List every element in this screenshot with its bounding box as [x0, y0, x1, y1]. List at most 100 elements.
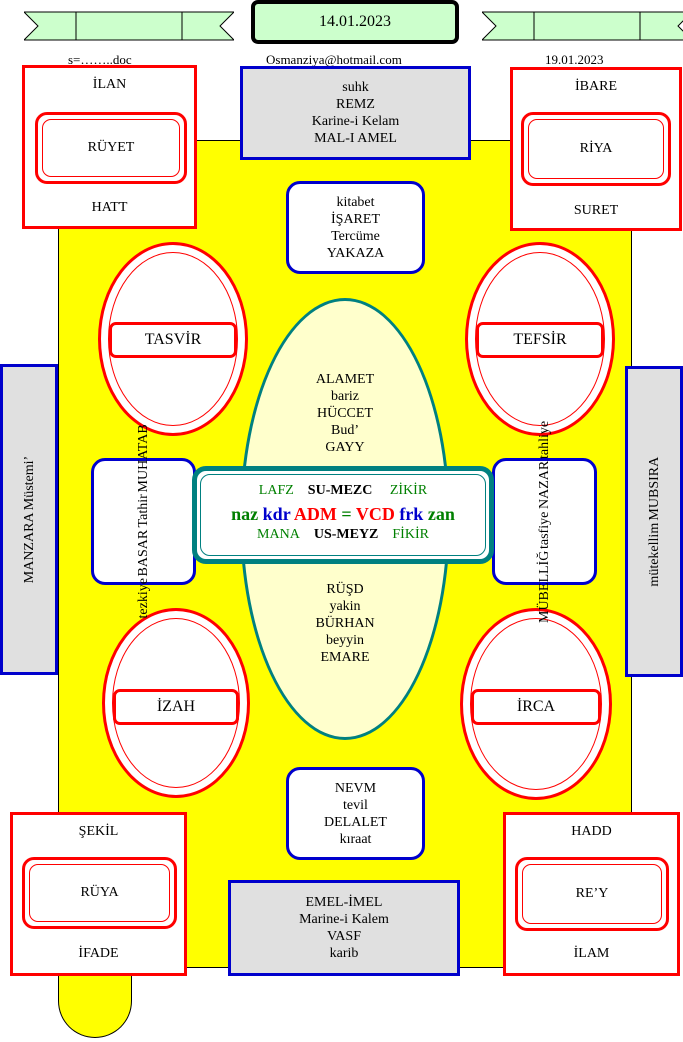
panel-row-3: MANA US-MEYZ FİKİR — [197, 527, 489, 543]
ellipse-label: İRCA — [471, 689, 601, 725]
side-item: Müstemi’ — [21, 455, 37, 511]
panel-term: FİKİR — [392, 527, 429, 542]
side-item: MUBSIRA — [646, 456, 662, 521]
corner-bottom-label: HATT — [91, 200, 128, 215]
concept-item: HÜCCET — [317, 405, 373, 421]
concept-item: RÜŞD — [326, 581, 364, 597]
corner-box-bottom-left: ŞEKİL RÜYA İFADE — [10, 812, 187, 976]
concept-item: BÜRHAN — [315, 615, 375, 631]
panel-term: US-MEYZ — [313, 527, 379, 542]
panel-term: MANA — [257, 527, 300, 542]
ellipse-upper-right: TEFSİR — [465, 242, 615, 436]
corner-bottom-label: İLAM — [573, 946, 610, 961]
concept-item: DELALET — [324, 814, 387, 830]
concept-item: tezkiye — [136, 578, 151, 619]
concept-item: NEVM — [334, 780, 377, 796]
ellipse-lower-right: İRCA — [460, 608, 612, 800]
concept-item: suhk — [342, 80, 369, 95]
lower-concept-box: NEVM tevil DELALET kıraat — [286, 767, 425, 860]
concept-item: YAKAZA — [326, 245, 385, 261]
corner-top-label: İLAN — [92, 77, 127, 92]
concept-item: kıraat — [339, 831, 372, 847]
upper-concept-box: kitabet İŞARET Tercüme YAKAZA — [286, 181, 425, 274]
corner-top-label: HADD — [571, 824, 612, 839]
corner-top-label: ŞEKİL — [78, 824, 119, 839]
panel-term: zan — [427, 504, 455, 524]
concept-item: yakin — [329, 598, 361, 614]
bottom-concept-box: EMEL-İMEL Marine-i Kalem VASF karib — [228, 880, 460, 976]
concept-item: İŞARET — [331, 211, 380, 227]
left-side-bar: MANZARA Müstemi’ — [0, 364, 58, 675]
corner-inner-label: RÜYET — [87, 140, 135, 155]
panel-term: LAFZ — [258, 483, 294, 498]
main-date: 14.01.2023 — [319, 13, 391, 30]
concept-item: MUHATAB — [136, 424, 151, 493]
panel-term: frk — [399, 504, 424, 524]
left-ribbon-banner — [24, 11, 234, 41]
right-inner-box: MÜBELLİĞ tasfiye NAZAR tahliye — [492, 421, 597, 623]
panel-term: naz — [231, 504, 259, 524]
concept-item: MAL-I AMEL — [314, 131, 397, 146]
secondary-date: 19.01.2023 — [545, 52, 604, 67]
corner-inner-label: RE’Y — [575, 886, 609, 901]
panel-row-1: LAFZ SU-MEZC ZİKİR — [197, 483, 489, 499]
corner-inner-box: RİYA — [521, 112, 671, 186]
ellipse-lower-left: İZAH — [102, 608, 250, 798]
main-date-box: 14.01.2023 — [251, 0, 459, 44]
corner-bottom-label: SURET — [573, 203, 619, 218]
concept-item: Karine-i Kelam — [311, 114, 400, 129]
center-top-list: ALAMET bariz HÜCCET Bud’ GAYY — [260, 368, 430, 458]
concept-item: BASAR — [136, 529, 151, 577]
panel-term: ADM — [293, 504, 337, 524]
email-address[interactable]: Osmanziya@hotmail.com — [266, 52, 402, 67]
concept-item: Tercüme — [331, 228, 380, 244]
file-label: s=……..doc — [68, 52, 132, 67]
corner-inner-box: RÜYA — [22, 857, 177, 929]
corner-box-top-left: İLAN RÜYET HATT — [22, 65, 197, 229]
concept-item: EMEL-İMEL — [305, 895, 383, 910]
panel-term: SU-MEZC — [307, 483, 373, 498]
corner-box-bottom-right: HADD RE’Y İLAM — [503, 812, 680, 976]
concept-item: ALAMET — [315, 371, 375, 387]
concept-item: EMARE — [320, 649, 370, 665]
panel-term: kdr — [262, 504, 291, 524]
ellipse-label: TEFSİR — [476, 322, 604, 358]
concept-item: REMZ — [336, 97, 375, 112]
corner-bottom-label: İFADE — [78, 946, 119, 961]
panel-term: ZİKİR — [389, 483, 428, 498]
concept-item: NAZAR — [537, 460, 552, 509]
ellipse-upper-left: TASVİR — [98, 242, 248, 436]
concept-item: kitabet — [336, 194, 375, 210]
corner-top-label: İBARE — [575, 79, 617, 94]
corner-inner-label: RİYA — [579, 141, 613, 156]
side-item: mütekellim — [646, 522, 662, 587]
corner-inner-box: RE’Y — [515, 857, 669, 931]
concept-item: GAYY — [325, 439, 365, 455]
concept-item: beyyin — [325, 632, 365, 648]
panel-equals: = — [341, 504, 352, 524]
concept-item: Tathir — [136, 494, 151, 528]
concept-item: tahliye — [537, 420, 552, 459]
corner-inner-label: RÜYA — [80, 885, 119, 900]
right-ribbon-banner — [482, 11, 683, 41]
center-panel: LAFZ SU-MEZC ZİKİR naz kdr ADM = VCD frk… — [192, 466, 494, 564]
left-inner-box: tezkiye BASAR Tathir MUHATAB — [91, 424, 196, 619]
panel-row-2: naz kdr ADM = VCD frk zan — [197, 504, 489, 525]
corner-inner-box: RÜYET — [35, 112, 187, 184]
concept-item: bariz — [331, 388, 359, 404]
side-item: MANZARA — [21, 512, 37, 584]
panel-term: VCD — [355, 504, 395, 524]
concept-item: MÜBELLİĞ — [537, 550, 552, 623]
concept-item: Bud’ — [331, 422, 359, 438]
corner-box-top-right: İBARE RİYA SURET — [510, 67, 682, 231]
concept-item: Marine-i Kalem — [299, 912, 389, 927]
center-bottom-list: RÜŞD yakin BÜRHAN beyyin EMARE — [260, 578, 430, 668]
concept-item: tasfiye — [537, 510, 552, 549]
top-concept-box: suhk REMZ Karine-i Kelam MAL-I AMEL — [240, 66, 471, 160]
ellipse-label: İZAH — [113, 689, 239, 725]
concept-item: karib — [329, 946, 359, 961]
ellipse-label: TASVİR — [109, 322, 237, 358]
concept-item: tevil — [343, 797, 368, 813]
concept-item: VASF — [327, 929, 361, 944]
right-side-bar: mütekellim MUBSIRA — [625, 366, 683, 677]
